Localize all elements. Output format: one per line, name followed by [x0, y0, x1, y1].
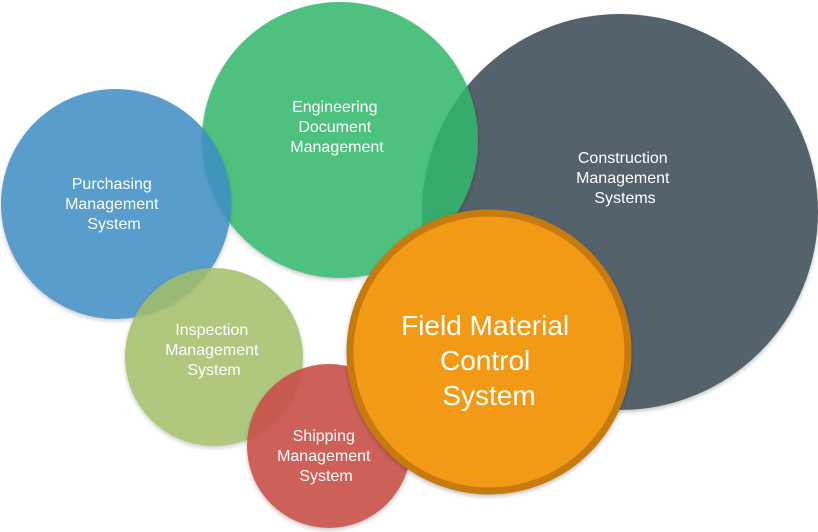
construction-label-line-2: Management [576, 170, 670, 187]
center-label-line-1: Field Material [401, 310, 569, 341]
purchasing-label-line-1: Purchasing [72, 176, 152, 193]
construction-label-line-3: Systems [594, 190, 655, 207]
node-engineering: Engineering Document Management [202, 2, 478, 278]
purchasing-label-line-3: System [87, 216, 140, 233]
shipping-label-line-3: System [299, 468, 352, 485]
purchasing-label-line-2: Management [65, 196, 159, 213]
node-inspection: Inspection Management System [125, 268, 303, 446]
shipping-label-line-1: Shipping [293, 428, 355, 445]
inspection-label: Inspection Management System [165, 322, 263, 379]
circle-inspection [125, 268, 303, 446]
inspection-label-line-1: Inspection [175, 322, 248, 339]
center-label-line-3: System [442, 380, 535, 411]
engineering-label: Engineering Document Management [290, 99, 384, 156]
center-label: Field Material Control System [401, 310, 577, 411]
engineering-label-line-3: Management [290, 139, 384, 156]
inspection-label-line-3: System [187, 362, 240, 379]
center-label-line-2: Control [440, 345, 530, 376]
construction-label-line-1: Construction [578, 150, 668, 167]
node-center: Field Material Control System [346, 209, 632, 495]
inspection-label-line-2: Management [165, 342, 259, 359]
engineering-label-line-1: Engineering [292, 99, 377, 116]
construction-label: Construction Management Systems [576, 150, 674, 207]
circle-engineering [202, 2, 478, 278]
shipping-label: Shipping Management System [277, 428, 375, 485]
circle-purchasing [1, 89, 231, 319]
node-purchasing: Purchasing Management System [1, 89, 231, 319]
circle-center [346, 209, 632, 495]
purchasing-label: Purchasing Management System [65, 176, 163, 233]
shipping-label-line-2: Management [277, 448, 371, 465]
engineering-label-line-2: Document [298, 119, 371, 136]
